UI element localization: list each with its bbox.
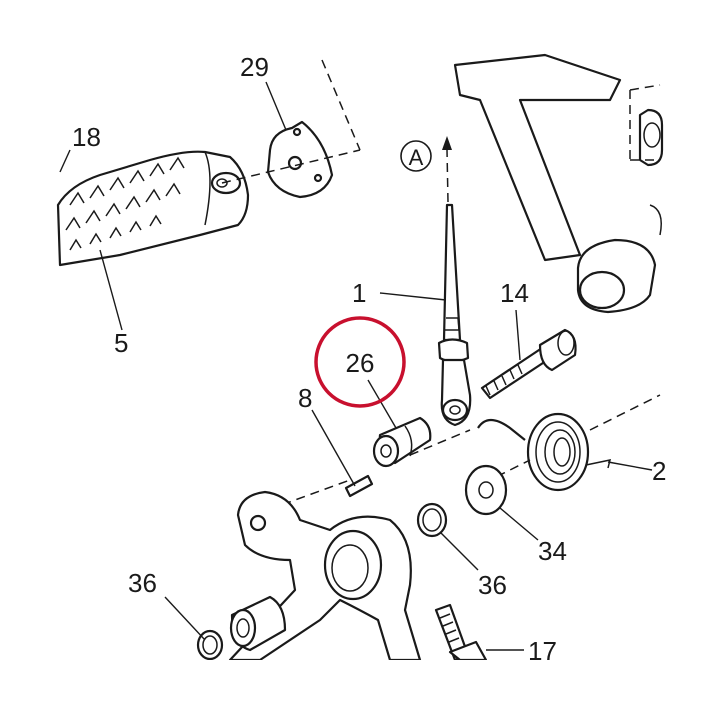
callout-18: 18: [72, 122, 101, 152]
crop-mask: [0, 660, 720, 720]
spring-part: [477, 412, 612, 492]
callout-5: 5: [114, 328, 128, 358]
leader-1: [379, 292, 447, 301]
callout-36-right: 36: [478, 570, 507, 600]
leader-34: [499, 507, 539, 541]
plate-part: [266, 120, 334, 199]
axis-dash-peg: [221, 149, 361, 184]
bracket-arm: [453, 53, 664, 314]
pin-part: [344, 474, 374, 498]
leader-8: [311, 409, 356, 487]
leader-14: [515, 309, 521, 361]
direction-arrow-head: [442, 136, 452, 150]
callout-2: 2: [652, 456, 666, 486]
axis-dash-bolt: [321, 59, 361, 151]
o-ring-left: [196, 629, 224, 661]
callout-14: 14: [500, 278, 529, 308]
callout-26: 26: [346, 348, 375, 378]
o-ring-right: [416, 502, 448, 538]
leader-2: [607, 461, 653, 471]
arrow-label-circle: [400, 140, 432, 172]
washer-part: [464, 464, 508, 516]
arrow-label: A: [409, 145, 424, 170]
leader-29: [265, 81, 287, 131]
bolt-part: [480, 328, 577, 400]
highlight-circle: [314, 316, 406, 408]
leader-5: [99, 249, 123, 331]
callout-17: 17: [528, 636, 557, 666]
callout-29: 29: [240, 52, 269, 82]
lower-bolt-part: [434, 603, 488, 662]
leader-36b: [439, 531, 479, 571]
callout-1: 1: [352, 278, 366, 308]
callout-8: 8: [298, 383, 312, 413]
callout-34: 34: [538, 536, 567, 566]
leader-36a: [164, 596, 206, 641]
leader-26: [367, 379, 397, 429]
direction-arrow-line: [446, 149, 449, 203]
rod-part: [437, 203, 472, 427]
bushing-part: [229, 595, 287, 652]
collar-part: [372, 416, 432, 468]
axis-dash-main: [239, 394, 661, 521]
leader-18: [59, 149, 71, 173]
footrest-peg: [56, 150, 250, 267]
callout-36-left: 36: [128, 568, 157, 598]
